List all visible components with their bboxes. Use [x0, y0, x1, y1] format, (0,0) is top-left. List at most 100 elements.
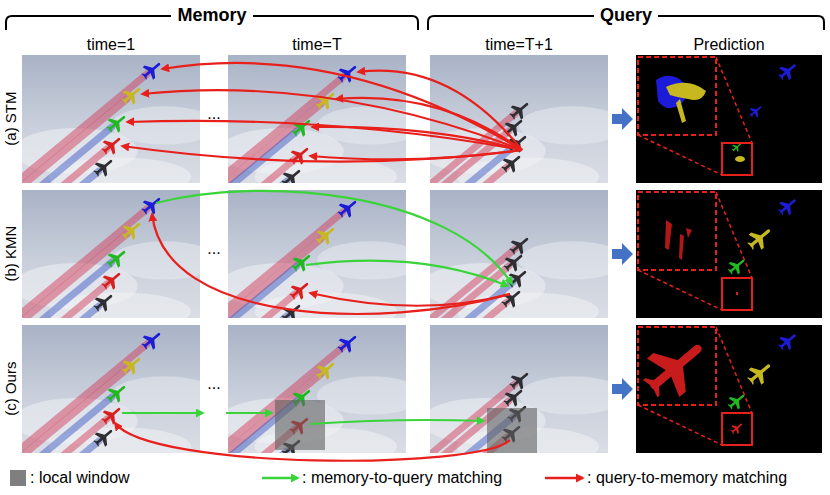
smoke-trail: [22, 99, 127, 183]
airplane: [775, 330, 799, 354]
cloud: [111, 241, 200, 279]
matching-arrow: [310, 420, 484, 424]
video-frame: [22, 325, 200, 453]
airplane: [636, 330, 714, 408]
mask-background: [636, 325, 822, 453]
wing: [283, 169, 300, 183]
tail: [778, 343, 785, 350]
airplane: [119, 353, 145, 378]
airplane: [744, 223, 775, 254]
tail: [731, 429, 736, 434]
matching-arrow: [162, 63, 522, 150]
smoke-trail: [228, 104, 321, 183]
tail: [93, 304, 100, 312]
wing: [732, 143, 740, 152]
airplane: [313, 358, 339, 383]
airplane: [99, 403, 125, 428]
zoom-inset: [638, 57, 716, 135]
airplane: [507, 233, 533, 258]
tail: [509, 247, 516, 255]
airplane: [501, 385, 527, 410]
airplane: [119, 218, 145, 243]
video-frame: [228, 190, 406, 318]
legend-text: : memory-to-query matching: [302, 469, 502, 487]
zoom-box: [722, 143, 752, 175]
mask-fragment: [736, 292, 738, 295]
legend-text: : local window: [30, 469, 130, 487]
smoke-trail: [22, 306, 99, 318]
airplane: [279, 165, 305, 183]
matching-arrow: [226, 412, 272, 414]
airplane: [104, 111, 130, 136]
column-label: time=1: [87, 36, 135, 54]
matching-arrow: [152, 214, 510, 314]
matching-arrow: [122, 146, 522, 162]
tail: [315, 102, 322, 110]
airplane: [775, 60, 799, 84]
smoke-trail: [228, 181, 287, 183]
airplane: [729, 421, 745, 436]
legend-arrow: [262, 477, 298, 480]
matching-arrow: [306, 261, 508, 286]
airplane: [507, 98, 533, 123]
row-label: (b) KMN: [2, 226, 19, 282]
zoom-leader: [638, 270, 722, 310]
zoom-leader: [716, 327, 752, 413]
group-heading: Query: [594, 5, 658, 26]
tail: [101, 147, 108, 155]
column-label: time=T: [292, 36, 341, 54]
mask-background: [636, 55, 822, 183]
airplane: [119, 83, 145, 108]
tail: [747, 375, 756, 385]
cloud: [519, 106, 608, 144]
block-arrow: [612, 378, 633, 400]
tail: [643, 373, 666, 397]
airplane: [139, 58, 165, 83]
matching-arrow: [310, 293, 510, 306]
block-arrow: [612, 108, 633, 130]
cloud: [519, 241, 608, 279]
tail: [106, 395, 113, 403]
tail: [509, 382, 516, 390]
column-label: time=T+1: [485, 36, 553, 54]
tail: [141, 72, 148, 80]
local-window: [487, 408, 537, 453]
zoom-box: [722, 278, 752, 310]
smoke-trail: [22, 441, 99, 453]
zoom-inset: [638, 327, 716, 405]
wing: [731, 423, 741, 434]
airplane: [91, 155, 117, 180]
row-label: (c) Ours: [2, 362, 19, 416]
airplane: [287, 278, 313, 303]
airplane: [775, 195, 799, 219]
airplane: [104, 246, 130, 271]
smoke-trail: [22, 234, 127, 318]
ellipsis: ...: [207, 240, 220, 258]
video-frame: [228, 325, 406, 453]
airplane: [313, 223, 339, 248]
airplane: [499, 286, 525, 311]
mask-blob: [676, 99, 686, 123]
zoom-leader: [716, 57, 752, 143]
airplane: [91, 290, 117, 315]
airplane: [499, 151, 525, 176]
tail: [291, 264, 298, 272]
wing: [750, 106, 761, 118]
video-frame: [430, 325, 608, 453]
tail: [93, 169, 100, 177]
group-heading: Memory: [171, 5, 252, 26]
airplane: [747, 103, 764, 120]
tail: [141, 207, 148, 215]
mask-fragment: [686, 228, 692, 238]
tail: [281, 314, 288, 318]
legend-swatch: [10, 470, 26, 486]
airplane: [507, 368, 533, 393]
tail: [501, 300, 508, 308]
airplane: [313, 88, 339, 113]
airplane: [335, 331, 361, 356]
tail: [315, 237, 322, 245]
tail: [337, 345, 344, 353]
video-frame: [636, 55, 822, 183]
smoke-trail: [228, 316, 287, 318]
tail: [121, 232, 128, 240]
